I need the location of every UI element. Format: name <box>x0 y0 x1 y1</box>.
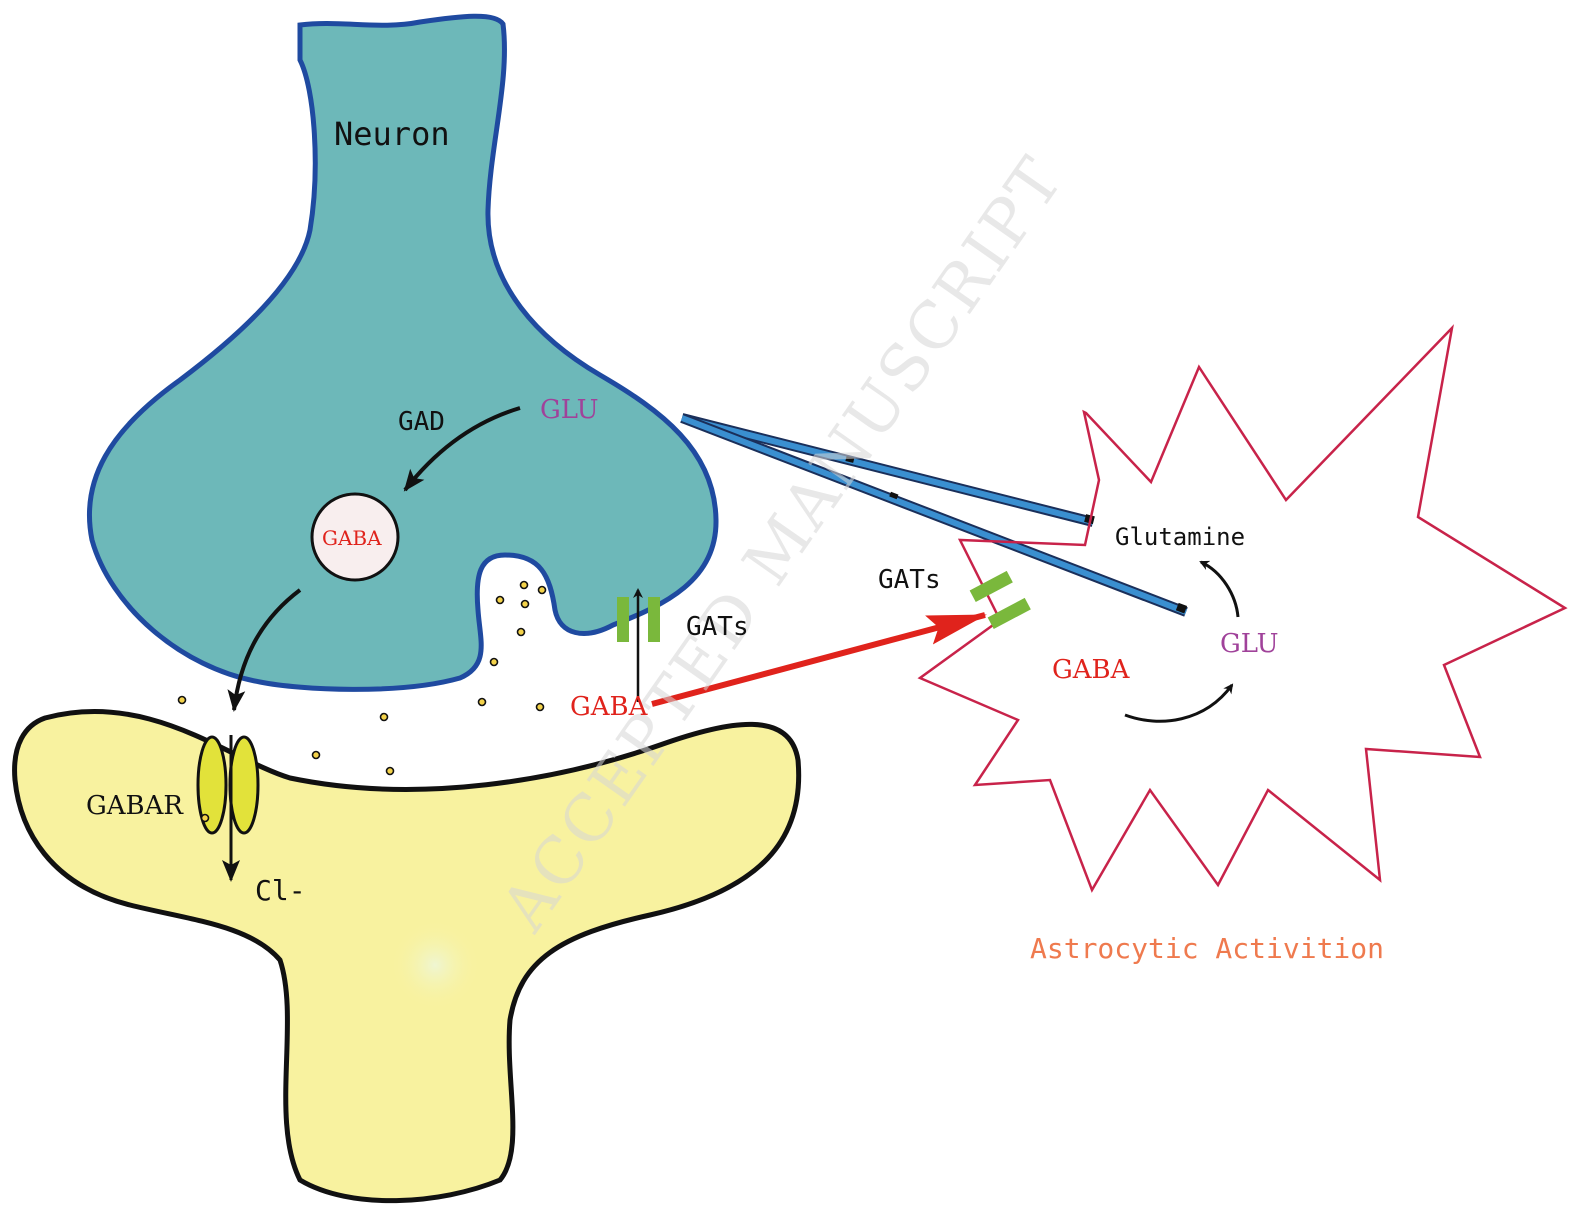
gaba-to-glu-arrow <box>1125 685 1232 721</box>
glutamine-label: Glutamine <box>1115 523 1245 551</box>
gad-label: GAD <box>398 407 445 437</box>
gats-neuron-label: GATs <box>686 612 749 642</box>
cl-label: Cl- <box>255 874 306 907</box>
neuron-label: Neuron <box>334 115 450 153</box>
gaba-cleft-label: GABA <box>570 692 649 722</box>
glu-neuron-label: GLU <box>540 395 599 425</box>
gabar-label: GABAR <box>86 791 184 821</box>
glu-astro-label: GLU <box>1220 629 1279 659</box>
astrocyte-caption: Astrocytic Activition <box>1030 932 1384 965</box>
gaba-vesicle-label: GABA <box>322 526 382 550</box>
gats-astro-label: GATs <box>878 565 941 595</box>
gaba-astro-label: GABA <box>1052 655 1131 685</box>
soft-glow <box>390 920 480 1010</box>
glu-to-glutamine-arrow <box>1201 562 1238 617</box>
